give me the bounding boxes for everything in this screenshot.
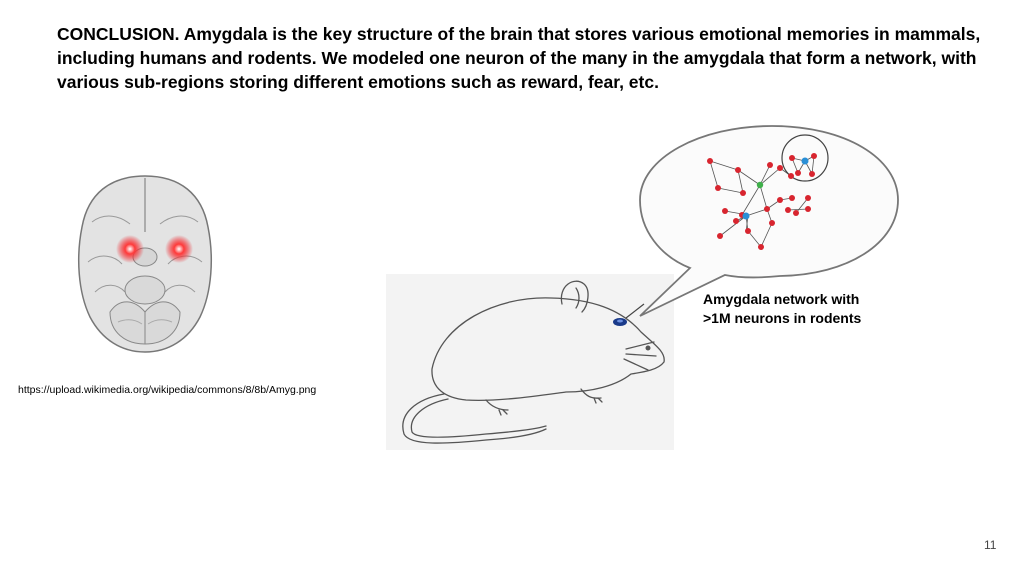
neuron-network-diagram <box>639 125 899 317</box>
page-number: 11 <box>984 538 997 552</box>
brain-image <box>78 175 212 353</box>
brain-image-source: https://upload.wikimedia.org/wikipedia/c… <box>18 384 317 396</box>
rat-illustration <box>402 280 665 444</box>
conclusion-text: CONCLUSION. Amygdala is the key structur… <box>57 24 981 92</box>
bubble-caption-line-2: >1M neurons in rodents <box>703 310 862 326</box>
bubble-caption-line-1: Amygdala network with <box>703 291 860 307</box>
bubble-caption: Amygdala network with >1M neurons in rod… <box>703 290 903 328</box>
